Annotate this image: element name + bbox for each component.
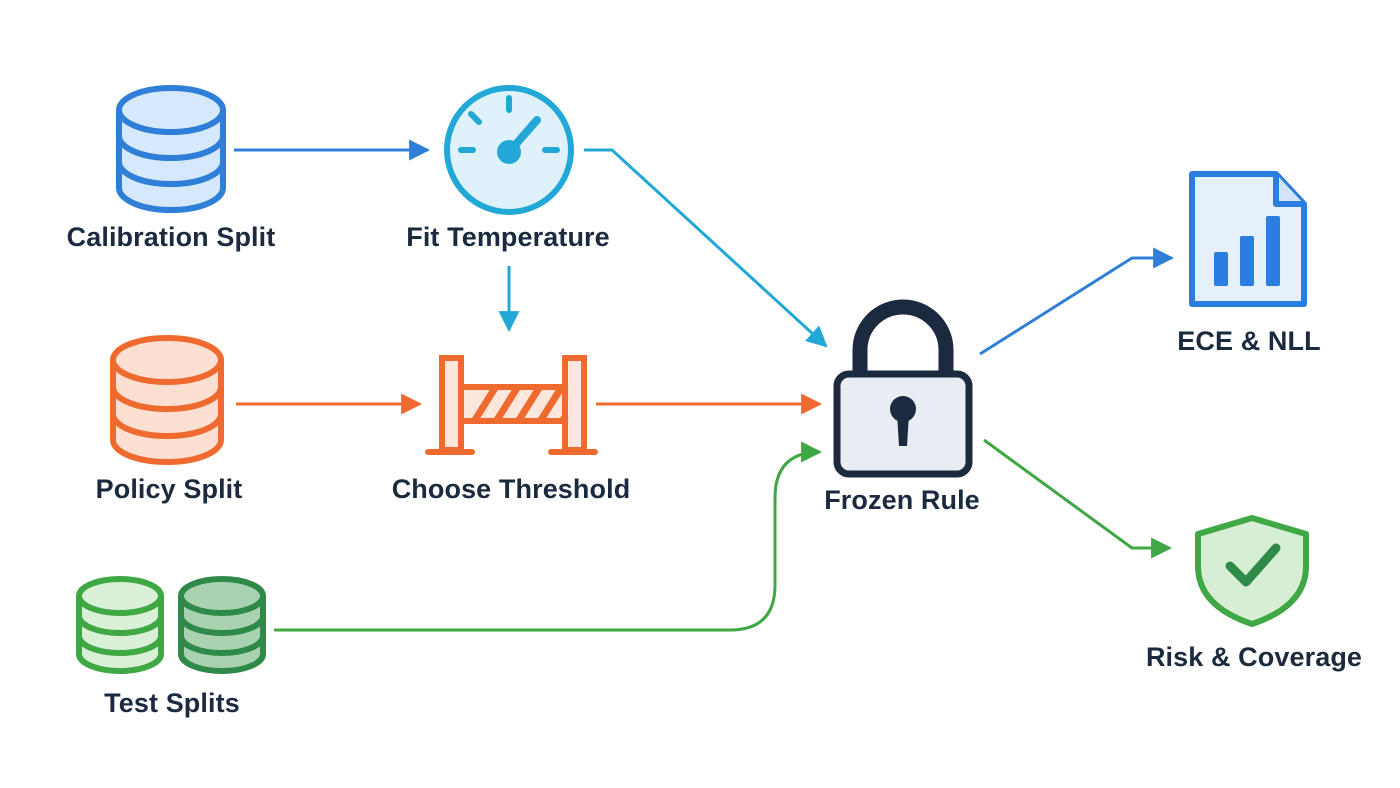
arrow-frozen-rule-to-ece-nll (979, 247, 1175, 356)
arrow-frozen-rule-to-risk-coverage (983, 438, 1173, 559)
shield-check-icon (1195, 515, 1309, 627)
bar-chart-document-icon (1189, 171, 1307, 307)
database-icon (110, 335, 224, 465)
barrier-icon (425, 355, 598, 455)
policy-split-label: Policy Split (95, 474, 243, 504)
risk-coverage-label: Risk & Coverage (1145, 642, 1363, 672)
frozen-rule-label: Frozen Rule (824, 485, 980, 515)
database-icon (76, 576, 164, 674)
calibration-split-label: Calibration Split (66, 222, 276, 252)
ece-nll-label: ECE & NLL (1177, 326, 1321, 356)
fit-temperature-label: Fit Temperature (406, 222, 610, 252)
test-splits-label: Test Splits (104, 688, 240, 718)
database-icon (178, 576, 266, 674)
arrow-fit-to-frozen-rule (584, 148, 828, 348)
choose-threshold-label: Choose Threshold (391, 474, 631, 504)
arrow-test-to-frozen-rule (274, 441, 823, 632)
database-icon (116, 85, 226, 213)
lock-icon (833, 299, 973, 478)
gauge-icon (444, 85, 574, 215)
